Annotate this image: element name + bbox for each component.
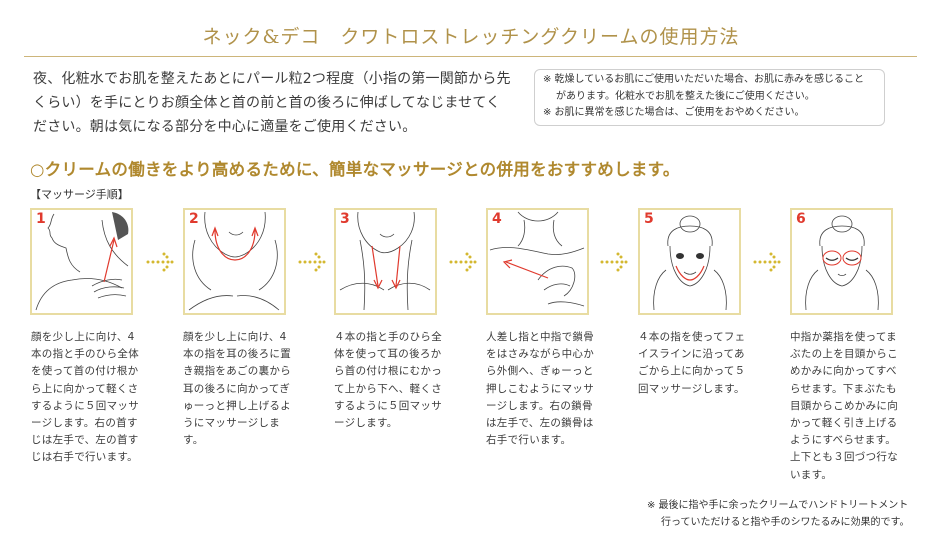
step-number: 1 [36,211,46,227]
step-4-description: 人差し指と中指で鎖骨をはさみながら中心から外側へ、ぎゅーっと押しこむようにマッサ… [486,331,594,447]
caution-notes-box: ※ 乾燥しているお肌にご使用いただいた場合、お肌に赤みを感じること があります。… [534,69,885,126]
caution-note-1-cont: があります。化粧水でお肌を整えた後にご使用ください。 [556,90,815,102]
massage-steps-label: 【マッサージ手順】 [30,188,129,201]
step-3-illustration: 3 [334,208,437,315]
step-1-description: 顔を少し上に向け、4本の指と手のひら全体を使って首の付け根から上に向かって軽くさ… [31,331,139,464]
jaw-push-icon [188,211,280,311]
dotted-arrow-icon [753,252,781,272]
step-1-illustration: 1 [30,208,133,315]
step-5-description: ４本の指を使ってフェイスラインに沿ってあごから上に向かって５回マッサージします。 [638,331,746,395]
title-divider [24,56,917,57]
face-line-massage-icon [653,215,727,311]
footer-note-line-2: 行っていただけると指や手のシワたるみに効果的です。 [661,517,910,528]
massage-recommendation-heading: ○クリームの働きをより高めるために、簡単なマッサージとの併用をおすすめします。 [30,160,680,179]
hand-treatment-note: ※ 最後に指や手に余ったクリームでハンドトリートメント 行っていただけると指や手… [647,497,910,531]
neck-front-massage-icon [339,211,431,311]
dotted-arrow-icon [449,252,477,272]
step-4-illustration: 4 [486,208,589,315]
step-5-illustration: 5 [638,208,741,315]
step-number: 6 [796,211,806,227]
step-number: 4 [492,211,502,227]
step-2-description: 顔を少し上に向け、4本の指を耳の後ろに置き親指をあごの裏から耳の後ろに向かってぎ… [183,331,291,447]
footer-note-line-1: ※ 最後に指や手に余ったクリームでハンドトリートメント [647,500,909,511]
eye-area-massage-icon [805,215,879,311]
usage-instructions: 夜、化粧水でお肌を整えたあとにパール粒2つ程度（小指の第一関節から先くらい）を手… [33,71,511,135]
caution-note-1: ※ 乾燥しているお肌にご使用いただいた場合、お肌に赤みを感じること [543,74,865,85]
collarbone-massage-icon [489,211,585,307]
step-6-illustration: 6 [790,208,893,315]
step-2-illustration: 2 [183,208,286,315]
step-6-description: 中指か薬指を使ってまぶたの上を目頭からこめかみに向かってすべらせます。下まぶたも… [790,331,898,481]
step-number: 3 [340,211,350,227]
step-3-description: ４本の指と手のひら全体を使って耳の後ろから首の付け根にむかって上から下へ、軽くさ… [334,331,442,430]
page-title: ネック&デコ クワトロストレッチングクリームの使用方法 [202,26,740,48]
dotted-arrow-icon [146,252,174,272]
caution-note-2: ※ お肌に異常を感じた場合は、ご使用をおやめください。 [543,107,805,118]
neck-side-massage-icon [35,212,129,311]
step-number: 5 [644,211,654,227]
step-number: 2 [189,211,199,227]
dotted-arrow-icon [298,252,326,272]
dotted-arrow-icon [600,252,628,272]
